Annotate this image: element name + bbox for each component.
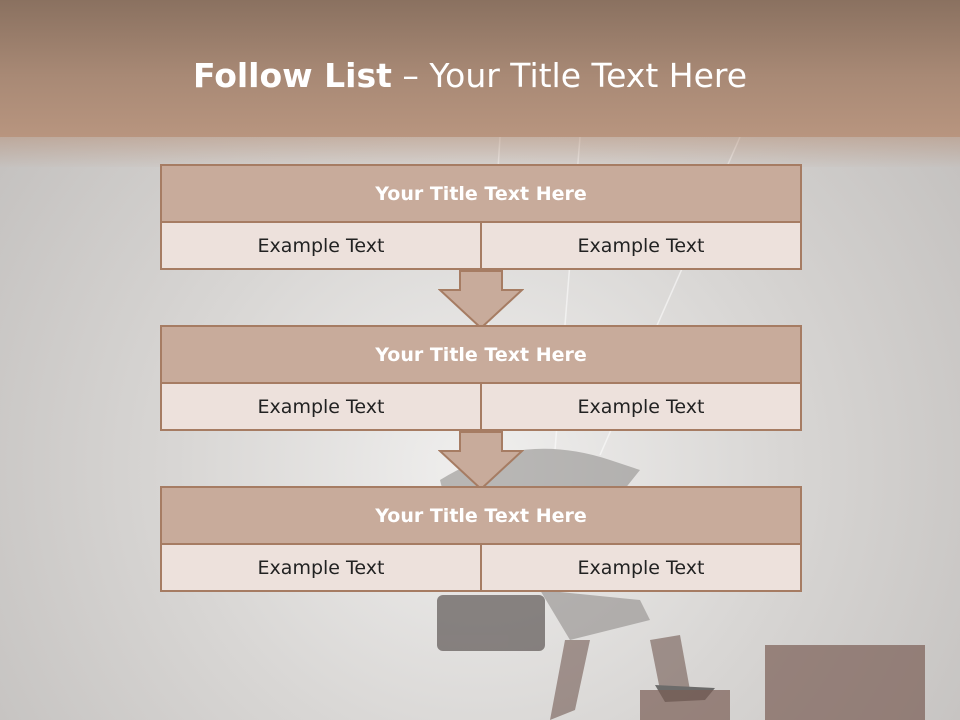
list-block-2: Your Title Text Here Example Text Exampl…: [160, 325, 802, 431]
block-cell-left: Example Text: [162, 545, 480, 590]
list-block-1: Your Title Text Here Example Text Exampl…: [160, 164, 802, 270]
header-band: [0, 0, 960, 137]
block-cell-left: Example Text: [162, 223, 480, 268]
slide-title: Follow List – Your Title Text Here: [0, 56, 940, 95]
block-cell-right: Example Text: [482, 545, 800, 590]
down-arrow-icon: [438, 270, 524, 330]
list-block-3: Your Title Text Here Example Text Exampl…: [160, 486, 802, 592]
block-cell-right: Example Text: [482, 223, 800, 268]
block-title: Your Title Text Here: [162, 166, 800, 221]
slide-title-bold: Follow List: [192, 56, 392, 95]
block-cell-right: Example Text: [482, 384, 800, 429]
block-cell-left: Example Text: [162, 384, 480, 429]
slide-title-rest: – Your Title Text Here: [391, 56, 748, 95]
block-title: Your Title Text Here: [162, 488, 800, 543]
header-fade: [0, 137, 960, 167]
block-title: Your Title Text Here: [162, 327, 800, 382]
down-arrow-icon: [438, 431, 524, 491]
